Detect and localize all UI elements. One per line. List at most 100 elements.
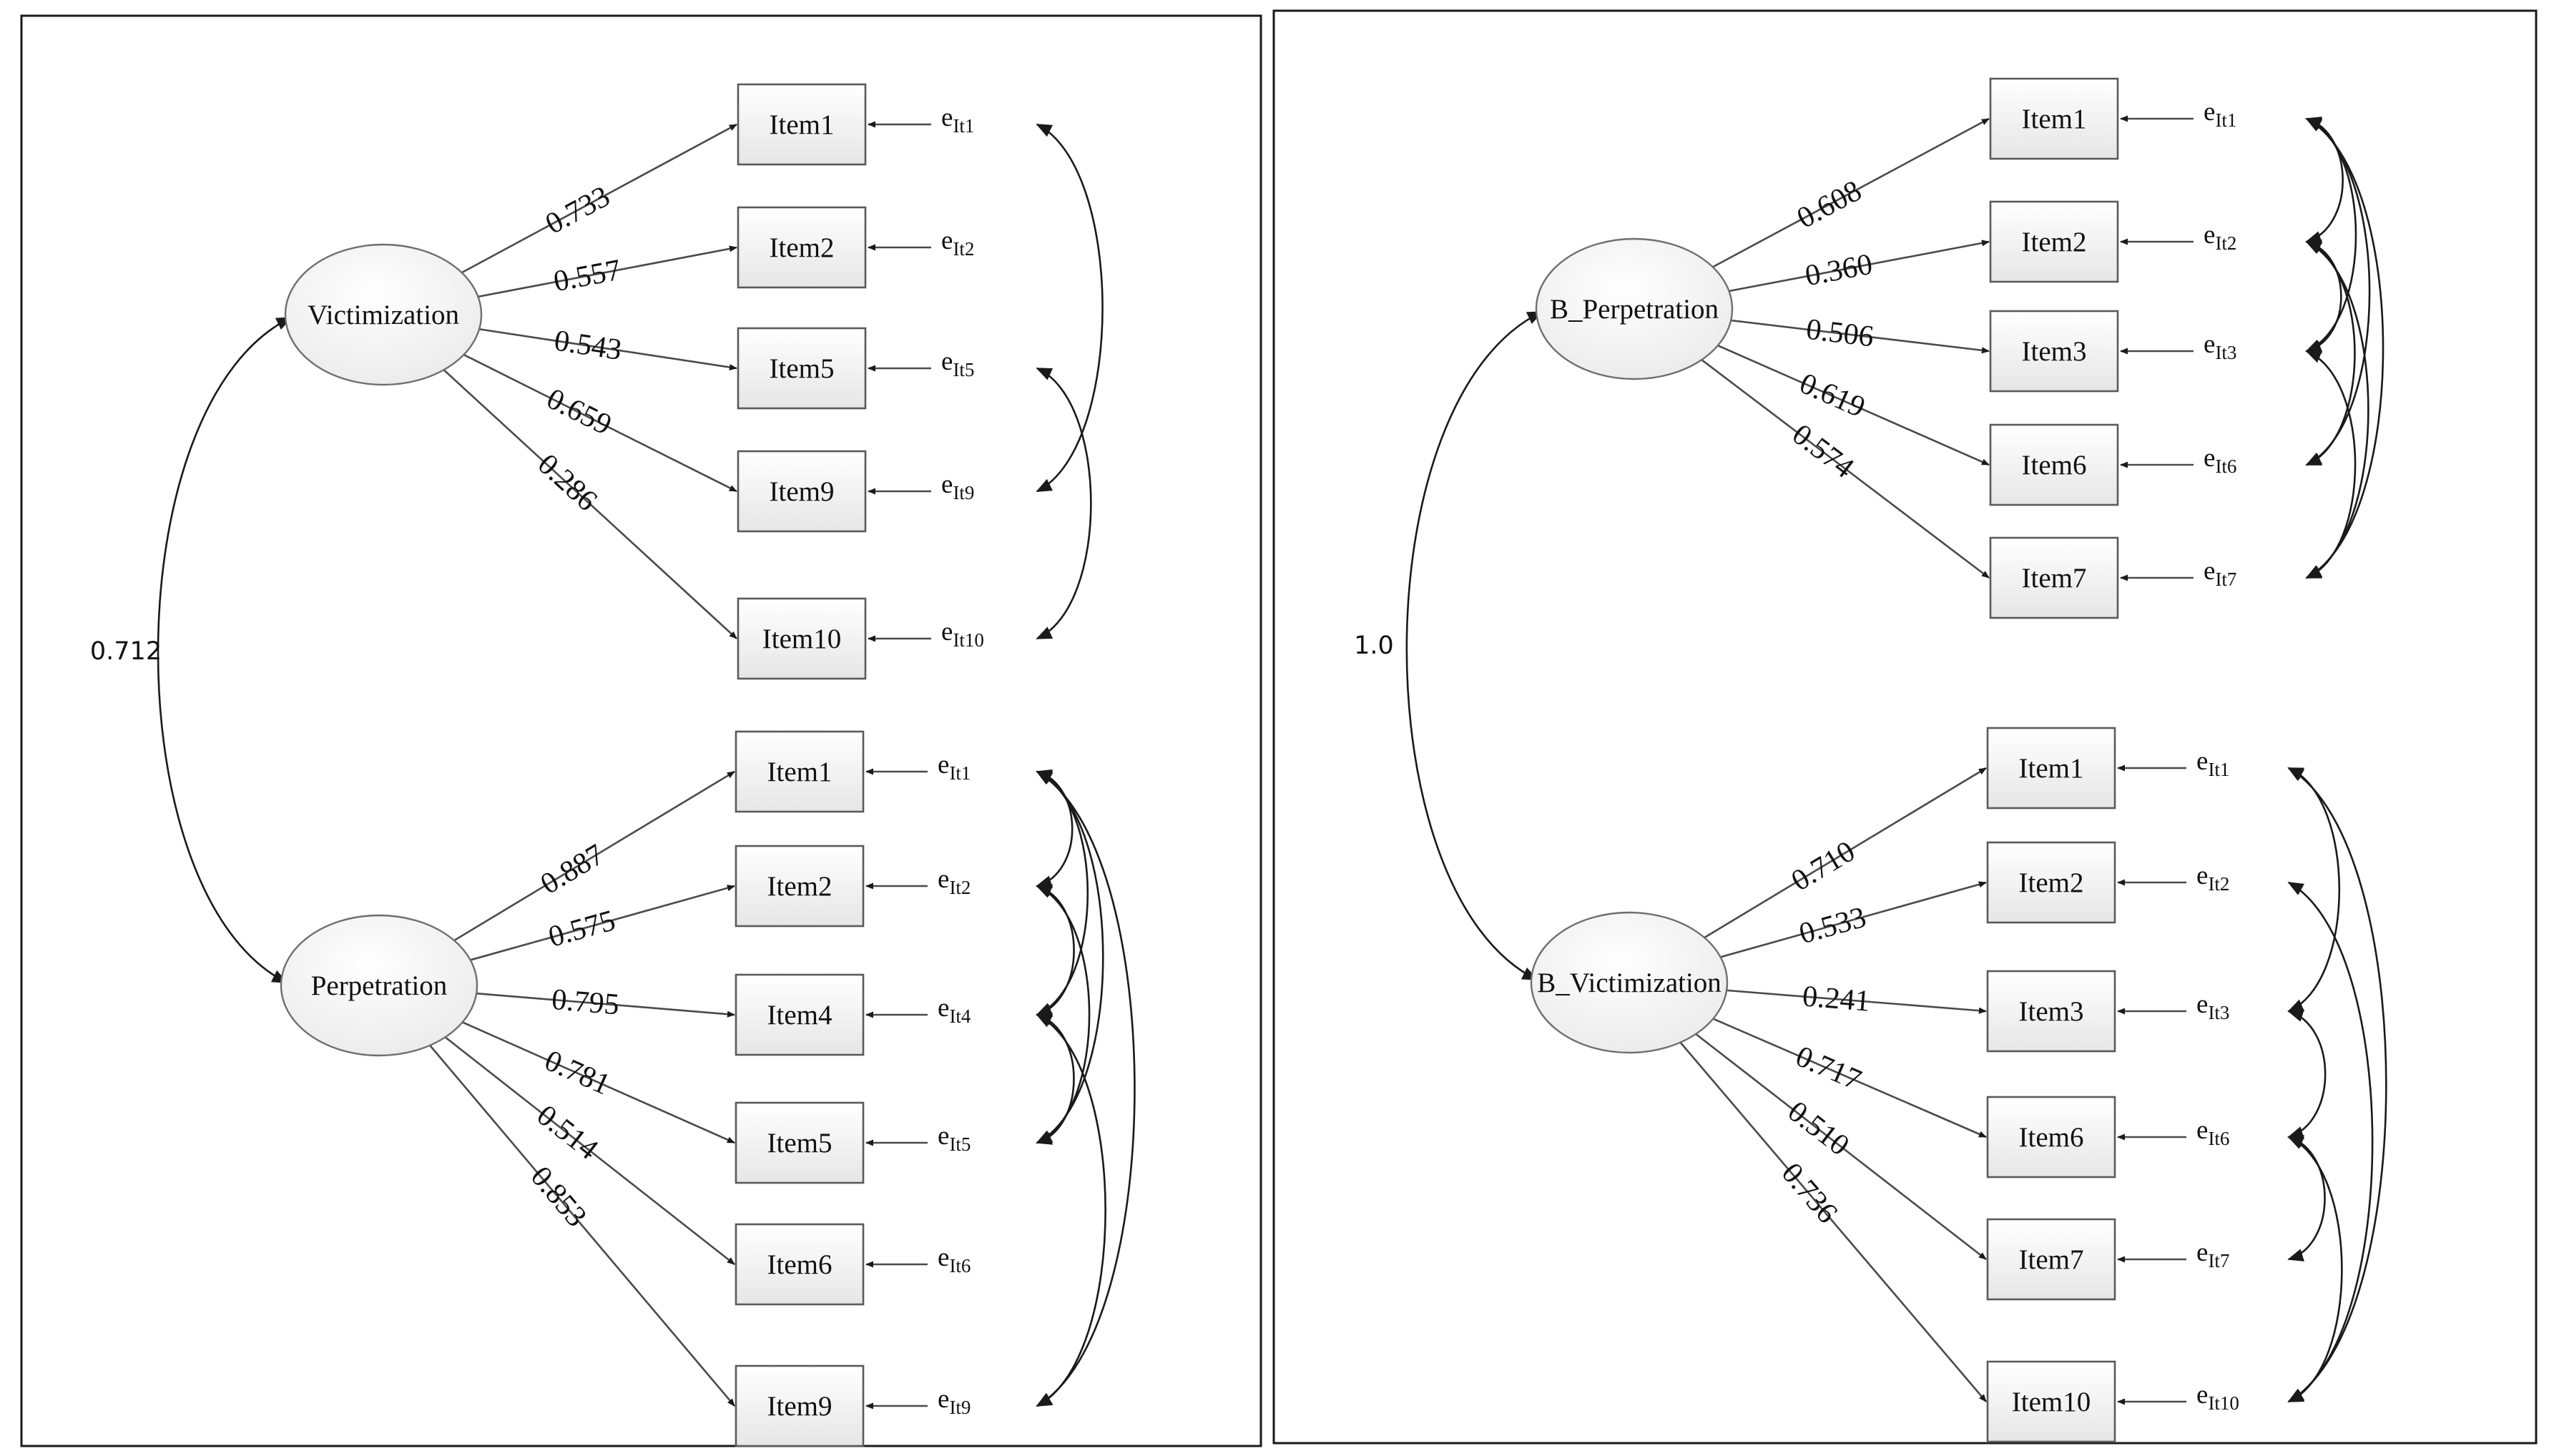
indicator-label: Item10 — [762, 624, 841, 654]
loading-value: 0.241 — [1801, 980, 1871, 1018]
indicator-box — [1989, 536, 2119, 619]
error-term-label: eIt5 — [941, 347, 974, 380]
loading-path — [429, 1044, 735, 1407]
error-covariance-arc — [2287, 1136, 2343, 1403]
loading-path — [1712, 1018, 1987, 1138]
error-covariance-arc — [2287, 767, 2387, 1403]
loading-path — [1727, 989, 1987, 1014]
factor-correlation-label: 0.712 — [90, 637, 162, 666]
indicator-label: Item6 — [767, 1249, 832, 1280]
loading-path — [470, 885, 735, 961]
indicator-box — [1986, 1360, 2116, 1443]
loading-value: 0.795 — [551, 983, 621, 1022]
error-covariance-arc — [2305, 117, 2344, 244]
error-term-label: eIt2 — [2196, 861, 2229, 895]
indicator-label: Item2 — [2019, 867, 2084, 898]
error-covariance-arc — [1036, 770, 1136, 1407]
error-term-label: eIt10 — [2196, 1380, 2239, 1414]
indicator-box — [1986, 1096, 2116, 1179]
error-term-label: eIt7 — [2196, 1238, 2229, 1271]
error-covariance-arc — [1036, 367, 1092, 640]
loading-path — [1717, 344, 1990, 466]
factor-correlation-arc — [1405, 310, 1543, 981]
latent-factor-label: Perpetration — [311, 970, 448, 1001]
indicator-label: Item1 — [2019, 753, 2084, 784]
loading-path — [462, 1021, 735, 1144]
factor-correlation-label: 1.0 — [1354, 631, 1394, 660]
indicator-label: Item1 — [770, 109, 835, 140]
error-covariance-arc — [1036, 123, 1104, 493]
error-term-label: eIt3 — [2196, 990, 2229, 1023]
indicator-label: Item2 — [767, 871, 832, 902]
error-term-label: eIt1 — [941, 103, 974, 137]
indicator-box — [1986, 727, 2116, 810]
error-term-label: eIt3 — [2204, 330, 2236, 363]
loading-path — [478, 328, 737, 371]
loading-path — [478, 245, 737, 298]
indicator-box — [735, 845, 865, 928]
error-term-label: eIt9 — [938, 1384, 971, 1418]
indicator-label: Item2 — [770, 232, 835, 263]
error-term-label: eIt6 — [2204, 443, 2236, 477]
error-term-label: eIt2 — [938, 865, 971, 898]
indicator-box — [735, 973, 865, 1056]
error-term-label: eIt6 — [2196, 1116, 2229, 1149]
indicator-label: Item1 — [767, 757, 832, 787]
loading-path — [1704, 767, 1987, 939]
latent-factor-ellipse — [280, 914, 478, 1057]
indicator-label: Item5 — [770, 353, 835, 384]
latent-factor-label: B_Victimization — [1537, 968, 1722, 998]
indicator-box — [735, 1101, 865, 1184]
indicator-label: Item3 — [2022, 336, 2087, 367]
indicator-box — [735, 730, 865, 813]
latent-factor-label: Victimization — [308, 300, 459, 330]
indicator-label: Item9 — [767, 1391, 832, 1422]
error-term-label: eIt9 — [941, 470, 974, 503]
error-term-label: eIt1 — [2196, 747, 2229, 780]
loading-path — [1720, 881, 1987, 958]
indicator-label: Item6 — [2019, 1122, 2084, 1153]
loading-path — [1731, 319, 1990, 354]
error-term-label: eIt1 — [2204, 97, 2236, 131]
loading-path — [1729, 240, 1990, 292]
error-term-label: eIt7 — [2204, 556, 2236, 590]
indicator-label: Item4 — [767, 1000, 832, 1030]
loading-path — [1712, 117, 1990, 268]
indicator-box — [1986, 970, 2116, 1053]
latent-factor-ellipse — [284, 243, 483, 386]
indicator-box — [737, 327, 867, 410]
indicator-label: Item1 — [2022, 104, 2087, 134]
indicator-label: Item10 — [2012, 1387, 2091, 1417]
error-term-label: eIt4 — [938, 993, 971, 1027]
error-covariance-arc — [1036, 884, 1075, 1017]
indicator-box — [1986, 841, 2116, 924]
loading-path — [1701, 359, 1990, 579]
indicator-box — [1989, 200, 2119, 283]
error-term-label: eIt5 — [938, 1121, 971, 1155]
error-covariance-arc — [2287, 1135, 2326, 1261]
loading-path — [1695, 1033, 1987, 1261]
error-covariance-arc — [1036, 1013, 1106, 1407]
indicator-box — [1989, 310, 2119, 393]
indicator-box — [735, 1364, 865, 1447]
indicator-label: Item2 — [2022, 227, 2087, 257]
loading-path — [453, 770, 735, 942]
error-term-label: eIt2 — [941, 226, 974, 260]
latent-factor-label: B_Perpetration — [1550, 294, 1719, 325]
indicator-label: Item3 — [2019, 996, 2084, 1027]
error-term-label: eIt1 — [938, 750, 971, 784]
indicator-label: Item9 — [770, 476, 835, 507]
panel-frame — [1272, 9, 2538, 1445]
error-covariance-arc — [2287, 1009, 2327, 1139]
latent-factor-ellipse — [1535, 237, 1734, 380]
error-term-label: eIt10 — [941, 617, 984, 651]
loading-path — [461, 123, 737, 274]
loading-path — [463, 353, 737, 493]
indicator-box — [1989, 423, 2119, 506]
indicator-label: Item6 — [2022, 450, 2087, 481]
indicator-box — [737, 83, 867, 166]
